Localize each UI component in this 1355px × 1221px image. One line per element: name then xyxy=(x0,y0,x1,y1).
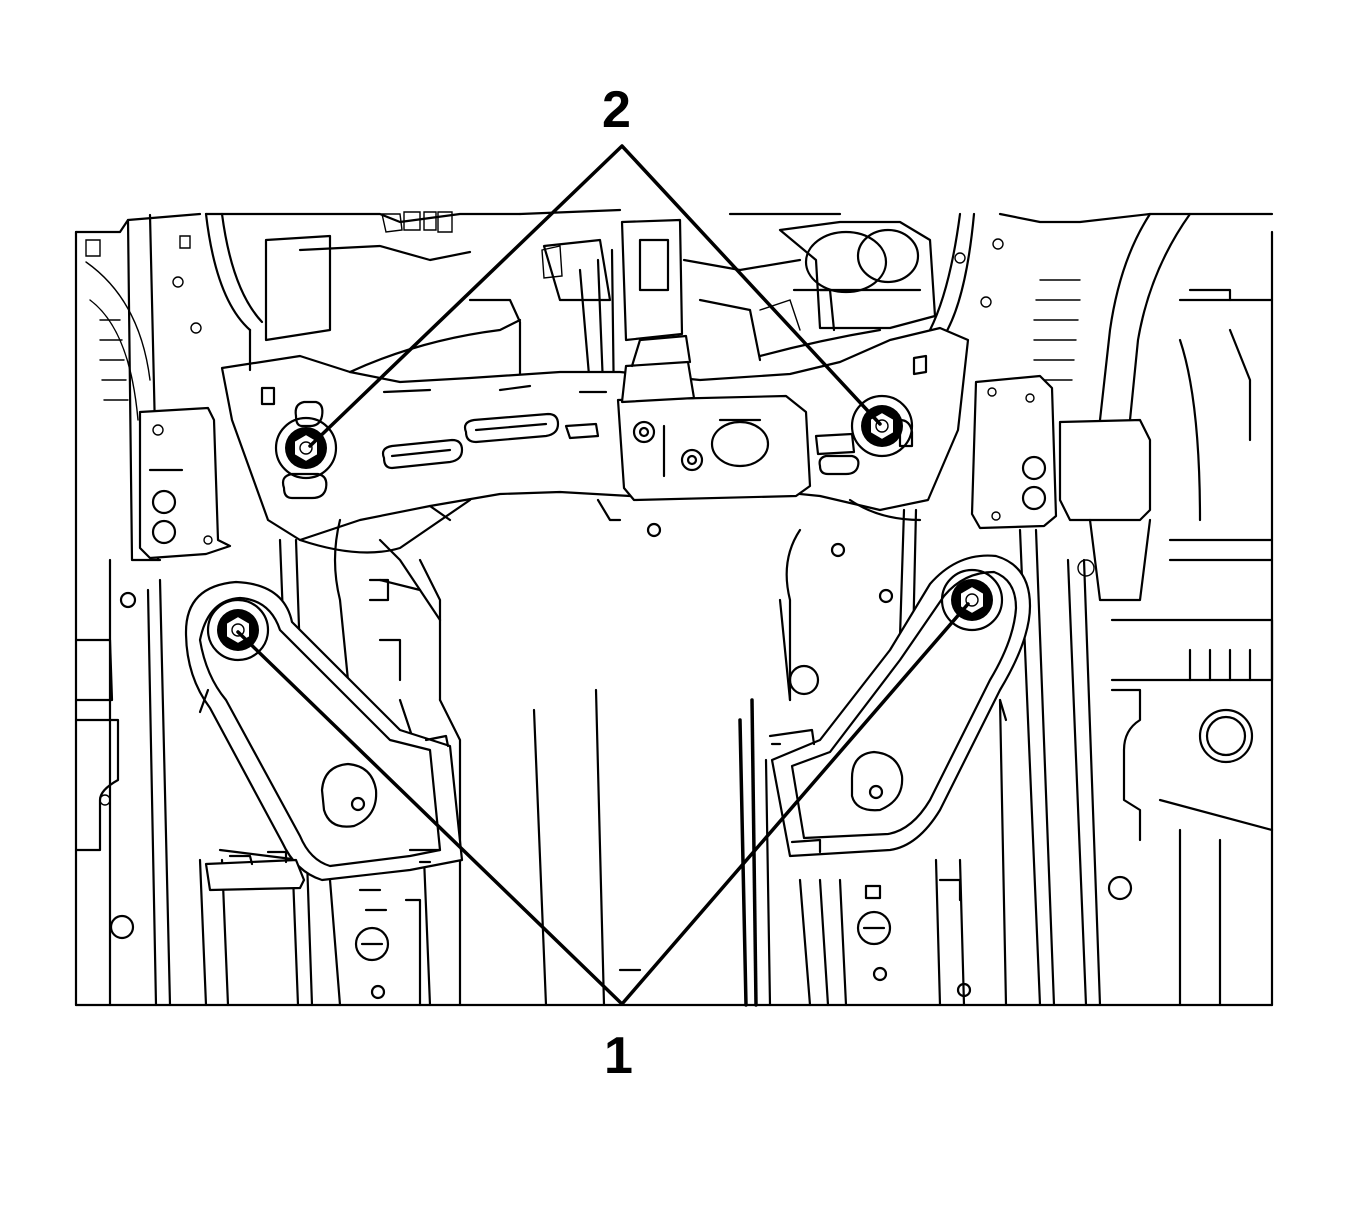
front-subframe xyxy=(138,318,1058,560)
callout-label-1: 1 xyxy=(604,1027,633,1085)
callout-label-2: 2 xyxy=(602,81,631,139)
left-control-arm xyxy=(184,580,464,892)
bolt-upper-left xyxy=(274,416,338,480)
chassis-background xyxy=(74,208,1274,1007)
rear-bolts xyxy=(206,568,1004,662)
leader-lines-2 xyxy=(308,144,882,448)
leader-lines-1 xyxy=(236,602,970,1006)
